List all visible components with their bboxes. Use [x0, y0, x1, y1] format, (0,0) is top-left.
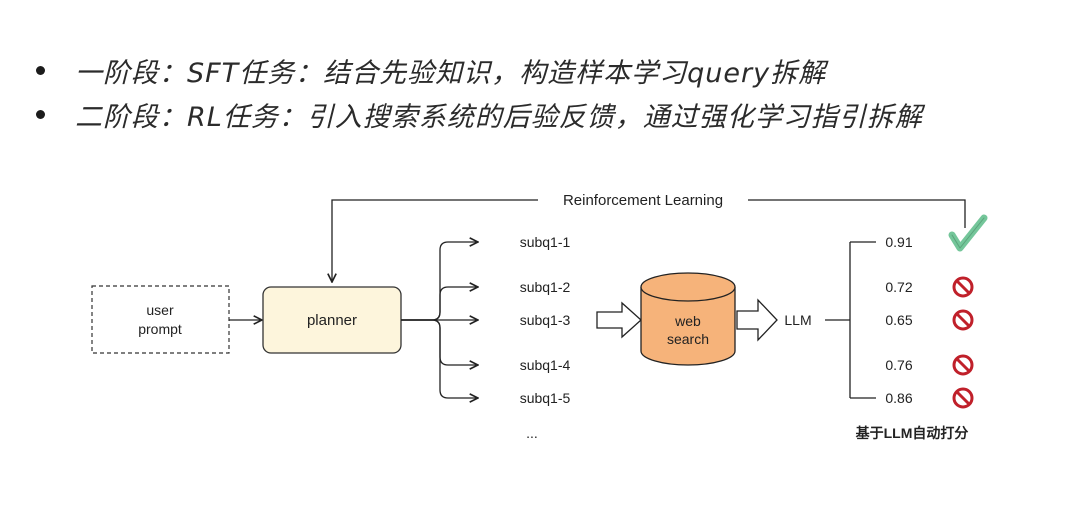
feedback-label-bg	[538, 190, 748, 210]
subquery-ellipsis: ...	[526, 425, 538, 441]
subquery-label: subq1-5	[520, 390, 571, 406]
bullet-item-stage-2: 二阶段：RL任务：引入搜索系统的后验反馈，通过强化学习指引拆解	[30, 92, 1070, 136]
bullet-item-stage-1: 一阶段：SFT任务：结合先验知识，构造样本学习query拆解	[30, 48, 1070, 92]
bullet-list: 一阶段：SFT任务：结合先验知识，构造样本学习query拆解 二阶段：RL任务：…	[30, 48, 1070, 136]
fan-out-arrows	[401, 242, 478, 398]
bullet-dot-icon	[36, 65, 45, 75]
user-prompt-line-1: user	[146, 302, 174, 318]
to-llm-arrow	[736, 298, 778, 342]
planner-label: planner	[307, 312, 357, 329]
score-bracket	[825, 241, 876, 399]
score-value: 0.65	[885, 312, 912, 328]
score-value: 0.72	[885, 279, 912, 295]
feedback-label: Reinforcement Learning	[563, 192, 723, 209]
score-value: 0.91	[885, 234, 912, 250]
prohibited-icon	[952, 387, 974, 409]
score-value: 0.76	[885, 357, 912, 373]
llm-label: LLM	[784, 312, 811, 328]
user-prompt-box	[91, 285, 230, 354]
bullet-text: 一阶段：SFT任务：结合先验知识，构造样本学习query拆解	[75, 57, 827, 89]
score-caption: 基于LLM自动打分	[856, 425, 969, 441]
bullet-dot-icon	[36, 109, 45, 119]
web-search-line-2: search	[667, 331, 709, 347]
user-prompt-line-2: prompt	[138, 321, 182, 337]
web-search-line-1: web	[674, 313, 701, 329]
prohibited-icon	[952, 276, 974, 298]
to-web-search-arrow	[596, 301, 642, 339]
feedback-loop-arrow	[332, 199, 966, 282]
subquery-label: subq1-2	[520, 279, 571, 295]
subquery-label: subq1-1	[520, 234, 571, 250]
prohibited-icon	[952, 354, 974, 376]
web-search-cylinder	[640, 272, 736, 366]
score-value: 0.86	[885, 390, 912, 406]
bullet-text: 二阶段：RL任务：引入搜索系统的后验反馈，通过强化学习指引拆解	[75, 101, 923, 133]
subquery-label: subq1-4	[520, 357, 571, 373]
prohibited-icon	[952, 309, 974, 331]
subquery-label: subq1-3	[520, 312, 571, 328]
